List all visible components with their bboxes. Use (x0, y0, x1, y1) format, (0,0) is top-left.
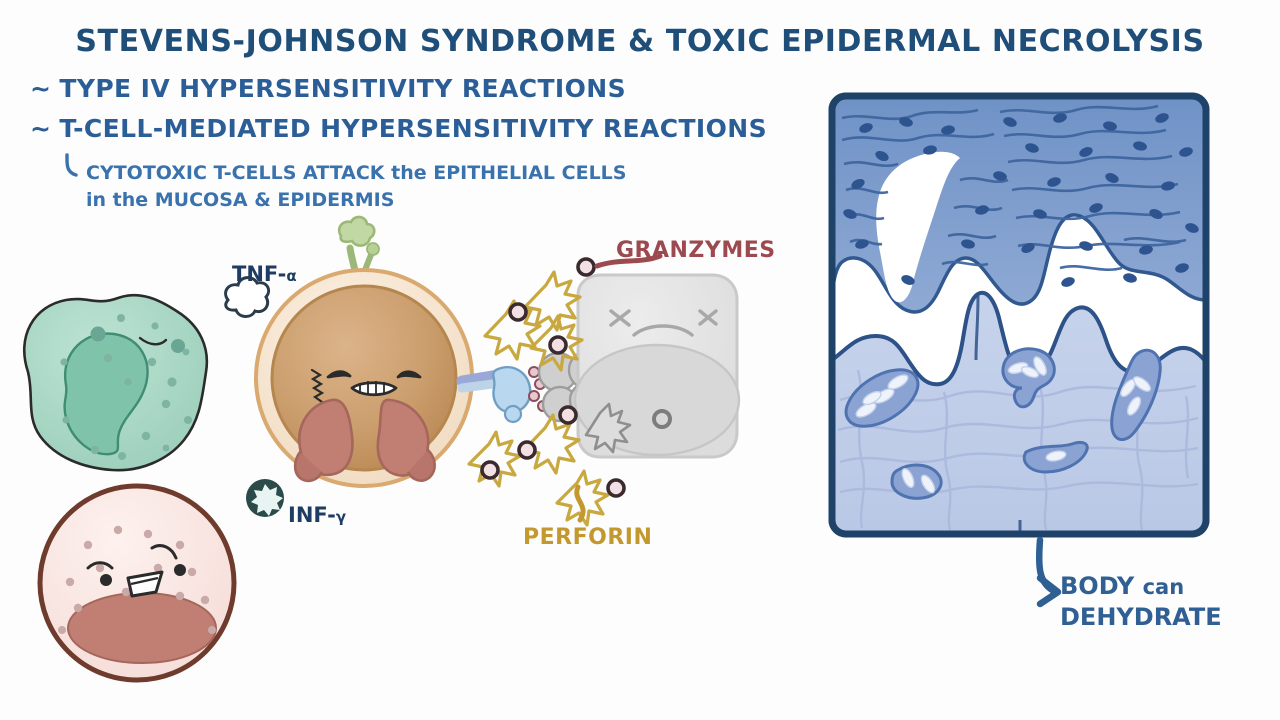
subbullet-text-inthe: in the (86, 189, 149, 211)
label-tnf-greek: α (286, 267, 297, 285)
label-inf-gamma: INF-γ (288, 503, 346, 527)
bullet-t-cell-mediated: ~T-CELL-MEDIATED HYPERSENSITIVITY REACTI… (30, 114, 767, 143)
epithelial-target-cell (573, 273, 741, 459)
blood-vessel (1110, 348, 1162, 441)
blood-vessel (1001, 347, 1056, 409)
detached-epidermis (832, 96, 1206, 314)
blood-vessel (844, 368, 920, 428)
bullet-text: TYPE IV HYPERSENSITIVITY REACTIONS (59, 74, 626, 103)
dehydrate-line-1: BODY can (1060, 571, 1222, 602)
boxing-glove-right-icon (376, 398, 436, 482)
perforin-leader-line (574, 484, 586, 523)
subbullet-text-the: the (391, 162, 427, 184)
subbullet-text-a: CYTOTOXIC T-CELLS ATTACK (86, 162, 392, 184)
inf-gamma-molecule-icon (246, 479, 284, 517)
subbullet-cytotoxic-attack: CYTOTOXIC T-CELLS ATTACK the EPITHELIAL … (86, 160, 626, 214)
blood-vessel (890, 463, 943, 500)
boxing-glove-left-icon (293, 398, 354, 483)
label-body-dehydrate: BODY can DEHYDRATE (1060, 571, 1222, 632)
bullet-marker: ~ (30, 74, 52, 103)
dehydrate-body-text: BODY (1060, 572, 1143, 600)
blood-vessel (1022, 440, 1089, 474)
granzymes-leader-line (594, 253, 663, 269)
bullet-marker: ~ (30, 114, 52, 143)
subbullet-text-c: EPITHELIAL CELLS (426, 162, 627, 184)
subbullet-line-1: CYTOTOXIC T-CELLS ATTACK the EPITHELIAL … (86, 160, 626, 187)
granzyme-particles (480, 257, 626, 498)
bullet-text: T-CELL-MEDIATED HYPERSENSITIVITY REACTIO… (59, 114, 767, 143)
page-title: STEVENS-JOHNSON SYNDROME & TOXIC EPIDERM… (75, 24, 1205, 59)
tnf-alpha-molecule-icon (224, 276, 271, 318)
hook-bullet-icon (65, 153, 78, 177)
label-inf-greek: γ (335, 508, 347, 526)
dehydrate-can-text: can (1142, 575, 1185, 599)
subbullet-line-2: in the MUCOSA & EPIDERMIS (86, 187, 626, 214)
dehydrate-line-2: DEHYDRATE (1060, 603, 1222, 631)
monocyte-cell (23, 293, 209, 472)
label-granzymes: GRANZYMES (616, 238, 776, 263)
label-perforin: PERFORIN (523, 525, 653, 550)
eosinophil-cell (37, 483, 237, 683)
subbullet-text-mucosa: MUCOSA & EPIDERMIS (148, 189, 395, 211)
cytotoxic-t-cell (224, 215, 474, 517)
skin-histology-panel (828, 92, 1210, 538)
label-tnf-alpha: TNF-α (232, 262, 297, 286)
dermis-with-vessels (832, 290, 1206, 534)
label-inf-text: INF- (288, 503, 336, 527)
dehydrate-arrow (1035, 536, 1062, 608)
label-tnf-text: TNF- (232, 262, 287, 286)
bullet-type-iv: ~TYPE IV HYPERSENSITIVITY REACTIONS (30, 74, 626, 103)
